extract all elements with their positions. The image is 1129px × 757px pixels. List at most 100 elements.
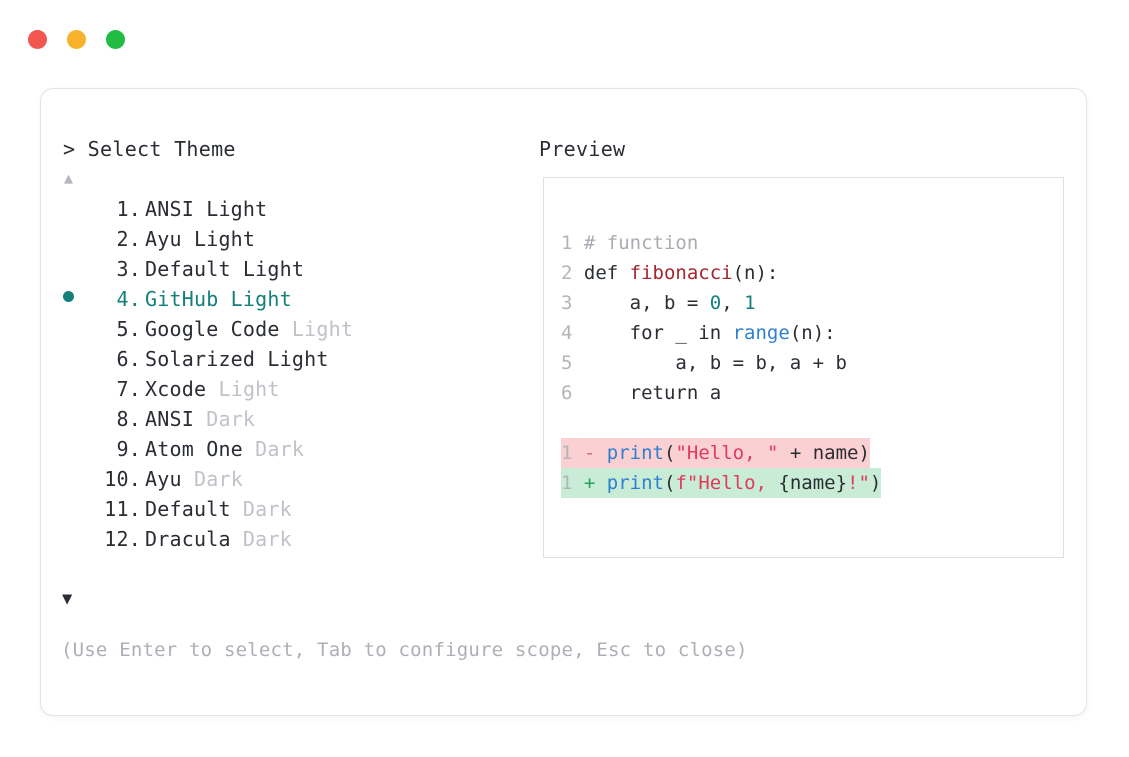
page-title: > Select Theme xyxy=(63,137,236,161)
diff-line-number: 1 xyxy=(561,442,584,464)
code-token: a, b = b, a + b xyxy=(583,352,847,374)
theme-item-name: Default xyxy=(145,497,231,521)
theme-list-item[interactable]: 12.Dracula Dark xyxy=(63,527,503,557)
diff-added-line: 1 + print(f"Hello, {name}!") xyxy=(561,468,882,498)
code-line: 4 for _ in range(n): xyxy=(561,318,881,348)
theme-item-name: Atom One xyxy=(145,437,243,461)
code-token: 1 xyxy=(744,292,756,314)
code-token: print xyxy=(606,442,664,464)
code-line: 6 return a xyxy=(561,378,881,408)
theme-item-name: GitHub Light xyxy=(145,287,292,311)
theme-item-label: Default Dark xyxy=(145,497,503,521)
theme-list-item[interactable]: 1.ANSI Light xyxy=(63,197,503,227)
diff-line-number: 1 xyxy=(561,472,584,494)
code-line-number: 1 xyxy=(561,232,584,254)
code-token: 0 xyxy=(709,292,722,314)
theme-list-item[interactable]: 2.Ayu Light xyxy=(63,227,503,257)
minimize-dot[interactable] xyxy=(67,30,86,49)
window-controls xyxy=(28,30,125,49)
code-token: ) xyxy=(869,472,882,494)
code-token: range xyxy=(732,322,790,344)
code-token: ( xyxy=(663,472,676,494)
code-token: return a xyxy=(583,382,722,404)
diff-line-wrapper: 1 + print(f"Hello, {name}!") xyxy=(561,468,882,498)
scroll-down-icon[interactable]: ▼ xyxy=(62,589,73,609)
diff-line-wrapper: 1 - print("Hello, " + name) xyxy=(561,438,881,468)
theme-item-name: Ayu Light xyxy=(145,227,256,251)
code-line: 1 # function xyxy=(561,228,881,258)
code-line: 5 a, b = b, a + b xyxy=(561,348,881,378)
code-token: "Hello, " xyxy=(675,442,779,464)
theme-item-label: Dracula Dark xyxy=(145,527,503,551)
preview-title: Preview xyxy=(539,137,626,161)
theme-item-label: Ayu Dark xyxy=(145,467,503,491)
theme-item-number: 3. xyxy=(116,257,141,281)
diff-removed-line: 1 - print("Hello, " + name) xyxy=(561,438,870,468)
code-token: !" xyxy=(847,472,870,494)
code-line-number: 4 xyxy=(561,322,584,344)
theme-list-item[interactable]: 9.Atom One Dark xyxy=(63,437,503,467)
theme-item-name: Dracula xyxy=(145,527,231,551)
code-token: a, b = xyxy=(583,292,710,314)
theme-item-number: 2. xyxy=(116,227,141,251)
theme-item-name: Default Light xyxy=(145,257,305,281)
code-line: 3 a, b = 0, 1 xyxy=(561,288,881,318)
theme-item-variant-tag: Dark xyxy=(193,407,256,431)
code-token: f"Hello, xyxy=(675,472,779,494)
theme-item-name: Solarized Light xyxy=(145,347,329,371)
theme-list-item[interactable]: 8.ANSI Dark xyxy=(63,407,503,437)
theme-item-number: 8. xyxy=(116,407,141,431)
theme-item-name: Ayu xyxy=(145,467,182,491)
code-token: print xyxy=(606,472,664,494)
scroll-up-icon[interactable]: ▲ xyxy=(64,169,74,187)
code-token: # function xyxy=(583,232,699,254)
theme-item-number: 11. xyxy=(104,497,141,521)
theme-item-name: Google Code xyxy=(145,317,280,341)
code-line-number: 2 xyxy=(561,262,584,284)
theme-item-name: ANSI Light xyxy=(145,197,268,221)
theme-item-number: 7. xyxy=(116,377,141,401)
theme-item-label: GitHub Light xyxy=(145,287,503,311)
theme-list-item[interactable]: 7.Xcode Light xyxy=(63,377,503,407)
theme-item-variant-tag: Dark xyxy=(181,467,243,491)
theme-list-item[interactable]: 3.Default Light xyxy=(63,257,503,287)
theme-item-label: Xcode Light xyxy=(145,377,503,401)
theme-list-item[interactable]: 11.Default Dark xyxy=(63,497,503,527)
theme-list-item[interactable]: 10.Ayu Dark xyxy=(63,467,503,497)
theme-item-number: 10. xyxy=(104,467,141,491)
theme-item-variant-tag: Dark xyxy=(230,497,292,521)
maximize-dot[interactable] xyxy=(106,30,125,49)
theme-item-number: 12. xyxy=(104,527,141,551)
theme-item-name: ANSI xyxy=(145,407,194,431)
theme-item-name: Xcode xyxy=(145,377,207,401)
code-token: {name} xyxy=(778,472,848,494)
code-line-number: 6 xyxy=(561,382,584,404)
theme-item-number: 6. xyxy=(116,347,141,371)
keyboard-hint: (Use Enter to select, Tab to configure s… xyxy=(61,639,748,661)
code-token: + name) xyxy=(778,442,870,464)
code-token: def xyxy=(583,262,630,284)
code-token: (n): xyxy=(732,262,779,284)
close-dot[interactable] xyxy=(28,30,47,49)
code-token: (n): xyxy=(789,322,836,344)
theme-item-number: 5. xyxy=(116,317,141,341)
theme-item-number: 9. xyxy=(116,437,141,461)
theme-item-label: Solarized Light xyxy=(145,347,503,371)
theme-item-label: ANSI Light xyxy=(145,197,503,221)
code-token: for _ in xyxy=(583,322,733,344)
theme-list-item[interactable]: 5.Google Code Light xyxy=(63,317,503,347)
theme-item-number: 4. xyxy=(116,287,141,311)
selected-bullet-icon xyxy=(63,291,95,302)
bullet-dot-icon xyxy=(63,291,74,302)
theme-item-label: ANSI Dark xyxy=(145,407,503,431)
code-token: ( xyxy=(663,442,676,464)
theme-item-label: Ayu Light xyxy=(145,227,503,251)
theme-item-variant-tag: Light xyxy=(206,377,280,401)
theme-list-item[interactable]: 6.Solarized Light xyxy=(63,347,503,377)
theme-list-item[interactable]: 4.GitHub Light xyxy=(63,287,503,317)
code-blank-line xyxy=(561,408,881,438)
